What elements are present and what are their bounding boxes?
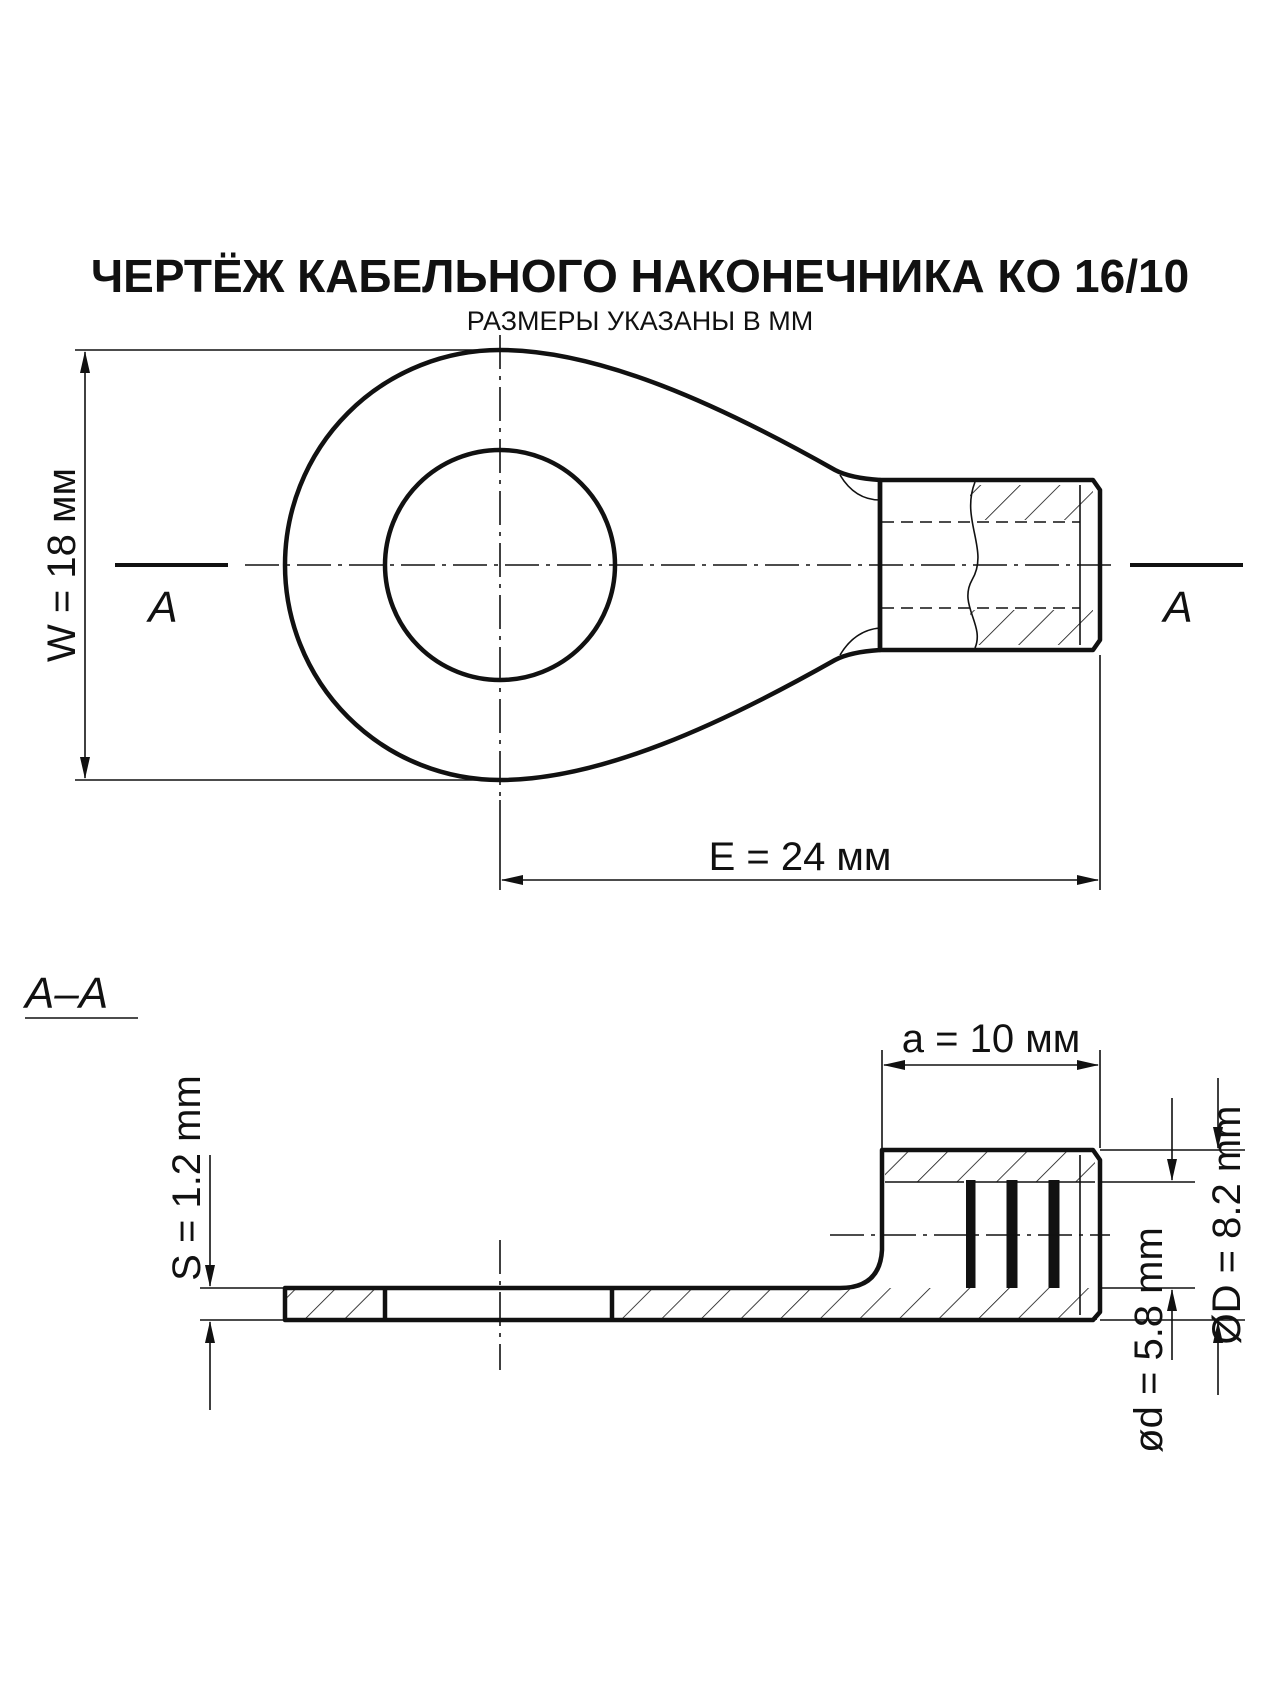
sleeve-wall-hatch-top — [885, 1152, 1095, 1182]
dimension-length-label: E = 24 мм — [709, 835, 892, 879]
dimension-width-label: W = 18 мм — [40, 468, 84, 662]
sleeve-outline — [877, 477, 1103, 653]
break-line — [967, 481, 979, 649]
dimension-outer-diameter-label: ØD = 8.2 mm — [1205, 1106, 1249, 1345]
dimension-inner-diameter-label: ød = 5.8 mm — [1127, 1227, 1171, 1453]
neck-fillet-top — [839, 474, 881, 501]
top-view: A A W = 18 мм E = 24 мм — [40, 335, 1243, 890]
drawing-subtitle: РАЗМЕРЫ УКАЗАНЫ В ММ — [467, 306, 813, 336]
section-mark-left: A — [145, 583, 177, 632]
sleeve-hatch-bottom — [970, 610, 1093, 645]
lug-outline — [282, 347, 883, 783]
dimension-thickness-label: S = 1.2 mm — [165, 1075, 209, 1281]
plate-outline — [282, 1147, 1103, 1323]
section-view: A–A a = 10 мм S = 1.2 mm — [22, 969, 1249, 1453]
sleeve-hatch-top — [970, 485, 1093, 520]
neck-fillet-bottom — [839, 627, 881, 656]
plate-hatch-right — [612, 1288, 1097, 1320]
dimension-sleeve-label: a = 10 мм — [902, 1017, 1080, 1061]
drawing-title: ЧЕРТЁЖ КАБЕЛЬНОГО НАКОНЕЧНИКА КО 16/10 — [91, 250, 1189, 302]
section-label: A–A — [22, 969, 108, 1018]
section-mark-right: A — [1160, 583, 1192, 632]
plate-hatch-left — [285, 1288, 385, 1320]
